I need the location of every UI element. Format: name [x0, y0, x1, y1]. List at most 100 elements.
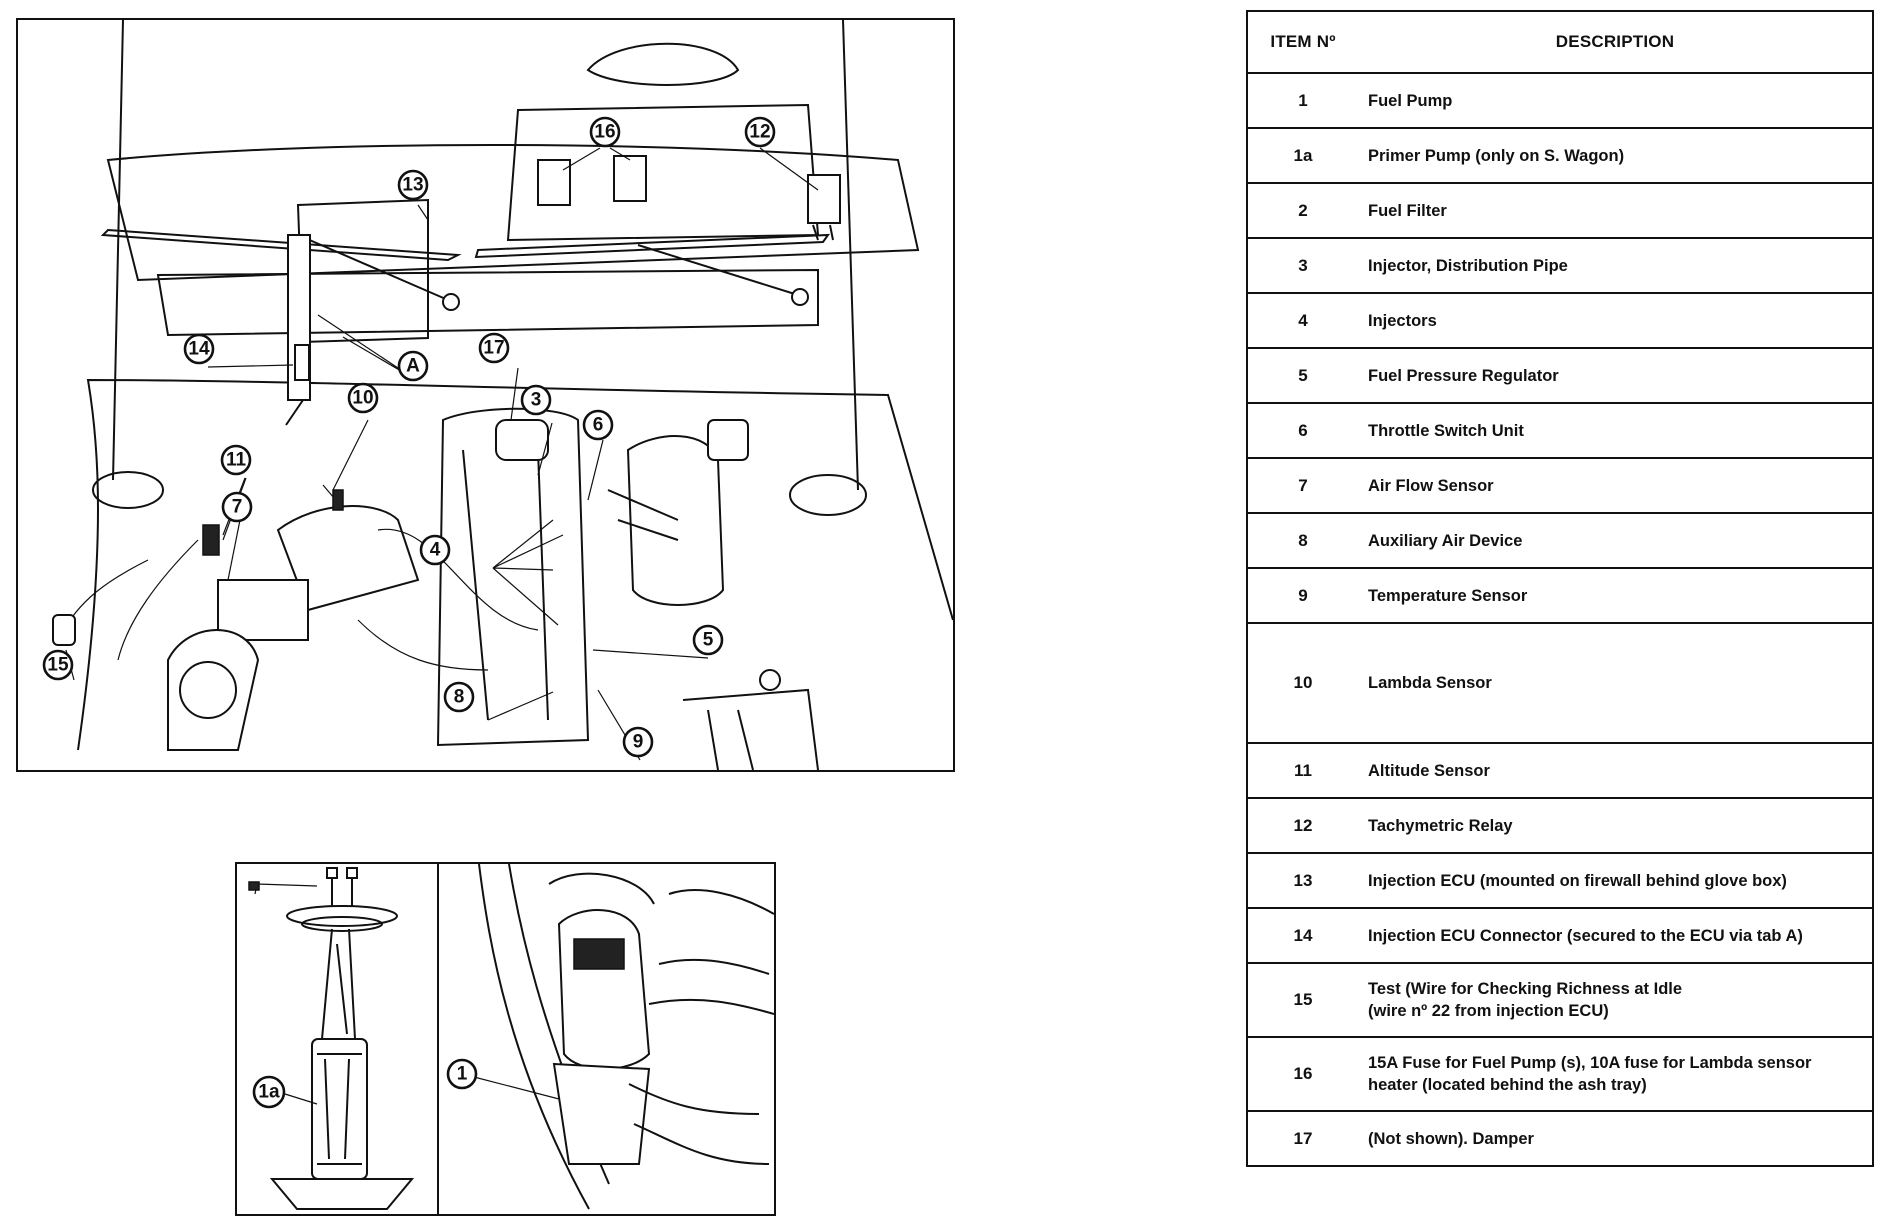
- svg-text:13: 13: [402, 175, 423, 196]
- svg-text:3: 3: [531, 390, 542, 411]
- callout-1: 1: [446, 1058, 478, 1090]
- item-description: Primer Pump (only on S. Wagon): [1358, 128, 1873, 184]
- callout-15: 15: [42, 649, 74, 681]
- parts-table: ITEM Nº DESCRIPTION 1 Fuel Pump 1a Prime…: [1246, 10, 1874, 1167]
- item-description: Injectors: [1358, 293, 1873, 349]
- svg-text:10: 10: [352, 388, 373, 409]
- item-description: Fuel Pressure Regulator: [1358, 348, 1873, 404]
- fuel-pump-drawing: 1: [446, 864, 774, 1210]
- table-row: 10 Lambda Sensor: [1247, 623, 1873, 744]
- item-number: 1: [1247, 73, 1358, 129]
- item-number: 10: [1247, 623, 1358, 744]
- callout-13: 13: [397, 169, 429, 201]
- callout-1a: 1a: [252, 1075, 286, 1109]
- fuel-pump-diagram: 1: [437, 862, 776, 1216]
- table-row: 11 Altitude Sensor: [1247, 743, 1873, 799]
- item-number: 8: [1247, 513, 1358, 569]
- item-number: 9: [1247, 568, 1358, 624]
- svg-text:5: 5: [703, 630, 714, 651]
- item-description: Tachymetric Relay: [1358, 798, 1873, 854]
- svg-text:16: 16: [594, 122, 615, 143]
- description-line-2: (wire nº 22 from injection ECU): [1368, 1002, 1609, 1020]
- table-row: 8 Auxiliary Air Device: [1247, 513, 1873, 569]
- item-description: Fuel Pump: [1358, 73, 1873, 129]
- table-row: 3 Injector, Distribution Pipe: [1247, 238, 1873, 294]
- table-row: 1 Fuel Pump: [1247, 73, 1873, 129]
- item-description: Fuel Filter: [1358, 183, 1873, 239]
- svg-text:6: 6: [593, 415, 604, 436]
- table-row: 17 (Not shown). Damper: [1247, 1111, 1873, 1167]
- item-number: 3: [1247, 238, 1358, 294]
- item-number: 2: [1247, 183, 1358, 239]
- table-header-row: ITEM Nº DESCRIPTION: [1247, 11, 1873, 74]
- table-row: 9 Temperature Sensor: [1247, 568, 1873, 624]
- svg-text:11: 11: [226, 450, 247, 471]
- item-description: Altitude Sensor: [1358, 743, 1873, 799]
- table-row: 6 Throttle Switch Unit: [1247, 403, 1873, 459]
- item-description: Injection ECU Connector (secured to the …: [1358, 908, 1873, 964]
- callout-14: 14: [183, 333, 215, 365]
- callout-6: 6: [582, 409, 614, 441]
- callout-16: 16: [589, 116, 621, 148]
- svg-text:9: 9: [633, 732, 644, 753]
- item-number: 1a: [1247, 128, 1358, 184]
- table-row: 16 15A Fuse for Fuel Pump (s), 10A fuse …: [1247, 1037, 1873, 1112]
- table-row: 12 Tachymetric Relay: [1247, 798, 1873, 854]
- primer-pump-diagram: 1a: [235, 862, 439, 1216]
- svg-text:17: 17: [483, 338, 504, 359]
- item-description: Throttle Switch Unit: [1358, 403, 1873, 459]
- description-line-1: 15A Fuse for Fuel Pump (s), 10A fuse for…: [1368, 1054, 1812, 1072]
- callout-4: 4: [419, 534, 451, 566]
- callout-A: A: [397, 350, 429, 382]
- callout-9: 9: [622, 726, 654, 758]
- description-line-2: heater (located behind the ash tray): [1368, 1076, 1647, 1094]
- engine-bay-diagram: 16 12 13 14 A 17 10 3 6 11 7 4 5 15 8 9: [16, 18, 955, 772]
- header-description: DESCRIPTION: [1358, 11, 1873, 74]
- svg-text:8: 8: [454, 687, 465, 708]
- item-number: 13: [1247, 853, 1358, 909]
- callout-12: 12: [744, 116, 776, 148]
- svg-text:A: A: [406, 356, 420, 377]
- table-row: 7 Air Flow Sensor: [1247, 458, 1873, 514]
- callout-17: 17: [478, 332, 510, 364]
- callout-7: 7: [221, 491, 253, 523]
- item-description: 15A Fuse for Fuel Pump (s), 10A fuse for…: [1358, 1037, 1873, 1112]
- item-description: Test (Wire for Checking Richness at Idle…: [1358, 963, 1873, 1038]
- svg-text:12: 12: [749, 122, 770, 143]
- table-row: 1a Primer Pump (only on S. Wagon): [1247, 128, 1873, 184]
- svg-text:7: 7: [232, 497, 243, 518]
- item-number: 11: [1247, 743, 1358, 799]
- header-item-number: ITEM Nº: [1247, 11, 1358, 74]
- svg-text:1: 1: [457, 1064, 468, 1085]
- callout-5: 5: [692, 624, 724, 656]
- callout-10: 10: [347, 382, 379, 414]
- description-line-1: Test (Wire for Checking Richness at Idle: [1368, 980, 1683, 998]
- table-row: 5 Fuel Pressure Regulator: [1247, 348, 1873, 404]
- item-number: 14: [1247, 908, 1358, 964]
- table-row: 13 Injection ECU (mounted on firewall be…: [1247, 853, 1873, 909]
- callout-3: 3: [520, 384, 552, 416]
- item-description: Auxiliary Air Device: [1358, 513, 1873, 569]
- table-row: 15 Test (Wire for Checking Richness at I…: [1247, 963, 1873, 1038]
- callout-8: 8: [443, 681, 475, 713]
- svg-text:1a: 1a: [258, 1082, 280, 1103]
- engine-bay-drawing: 16 12 13 14 A 17 10 3 6 11 7 4 5 15 8 9: [42, 20, 953, 770]
- svg-text:14: 14: [188, 339, 210, 360]
- item-number: 17: [1247, 1111, 1358, 1167]
- item-number: 12: [1247, 798, 1358, 854]
- svg-text:15: 15: [47, 655, 69, 676]
- item-description: Injection ECU (mounted on firewall behin…: [1358, 853, 1873, 909]
- table-row: 2 Fuel Filter: [1247, 183, 1873, 239]
- item-description: Air Flow Sensor: [1358, 458, 1873, 514]
- item-number: 16: [1247, 1037, 1358, 1112]
- item-number: 4: [1247, 293, 1358, 349]
- callout-11: 11: [220, 444, 252, 476]
- item-description: (Not shown). Damper: [1358, 1111, 1873, 1167]
- item-description: Lambda Sensor: [1358, 623, 1873, 744]
- item-number: 6: [1247, 403, 1358, 459]
- svg-text:4: 4: [430, 540, 441, 561]
- item-description: Temperature Sensor: [1358, 568, 1873, 624]
- item-description: Injector, Distribution Pipe: [1358, 238, 1873, 294]
- item-number: 15: [1247, 963, 1358, 1038]
- table-row: 4 Injectors: [1247, 293, 1873, 349]
